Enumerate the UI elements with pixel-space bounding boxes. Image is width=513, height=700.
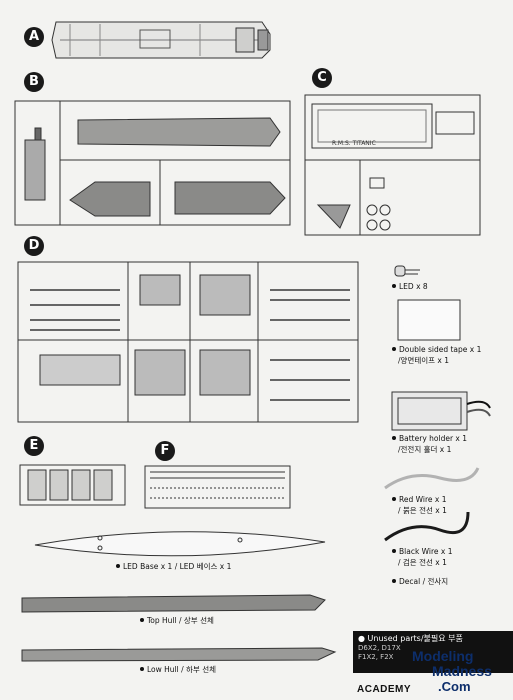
tape-label-ko: /양면테이프 x 1 <box>398 356 450 365</box>
black-wire-label-ko: / 검은 전선 x 1 <box>398 558 447 567</box>
sprue-c <box>304 94 481 236</box>
unused-parts-box: ● Unused parts/불필요 부품 D6X2, D17X F1X2, F… <box>353 631 513 673</box>
section-a-badge: A <box>24 27 44 47</box>
sprue-c-nameplate: R.M.S. TITANIC <box>332 140 376 147</box>
section-f-badge: F <box>155 441 175 461</box>
sprue-d <box>17 261 359 423</box>
black-wire-label: Black Wire x 1 <box>392 547 453 557</box>
battery-holder-drawing <box>391 391 491 431</box>
low-hull-drawing <box>21 647 337 662</box>
led-base-drawing <box>34 531 326 557</box>
section-d-badge: D <box>24 236 44 256</box>
sprue-e <box>19 464 126 506</box>
red-wire-label-ko: / 붉은 전선 x 1 <box>398 506 447 515</box>
top-hull-label: Top Hull / 상부 선체 <box>140 616 214 626</box>
led-base-label: LED Base x 1 / LED 베이스 x 1 <box>116 562 231 572</box>
black-wire-drawing <box>384 511 470 542</box>
red-wire-drawing <box>384 467 480 490</box>
section-b-badge: B <box>24 72 44 92</box>
sprue-a <box>51 21 271 59</box>
red-wire-label: Red Wire x 1 <box>392 495 446 505</box>
unused-parts-line2: F1X2, F2X <box>358 653 394 661</box>
tape-drawing <box>397 299 461 341</box>
section-e-badge: E <box>24 436 44 456</box>
sprue-b <box>14 100 291 226</box>
battery-label: Battery holder x 1 <box>392 434 467 444</box>
section-c-badge: C <box>312 68 332 88</box>
brand-logo: ACADEMY <box>357 684 412 695</box>
unused-parts-line1: D6X2, D17X <box>358 644 401 652</box>
low-hull-label: Low Hull / 하부 선체 <box>140 665 216 675</box>
watermark-logo: Modeling Madness .Com <box>412 648 492 694</box>
led-label: LED x 8 <box>392 282 428 292</box>
unused-parts-title: ● Unused parts/불필요 부품 <box>358 634 463 643</box>
led-drawing <box>394 265 420 277</box>
decal-label: Decal / 전사지 <box>392 577 448 587</box>
battery-label-ko: /전전지 홀더 x 1 <box>398 445 452 454</box>
top-hull-drawing <box>21 594 326 613</box>
tape-label: Double sided tape x 1 <box>392 345 481 355</box>
sprue-f <box>144 465 291 509</box>
